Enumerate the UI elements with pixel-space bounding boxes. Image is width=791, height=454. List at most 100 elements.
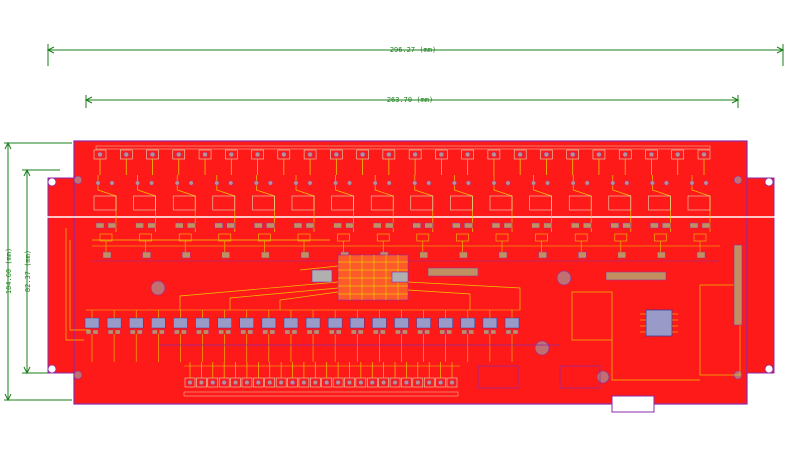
driver-chip	[416, 317, 431, 329]
smd-pad	[610, 222, 619, 229]
terminal-pad	[198, 380, 204, 386]
inner-width-dimension	[84, 95, 740, 108]
terminal-pad	[491, 151, 497, 158]
smd-pad	[385, 222, 394, 229]
smd-pad	[247, 329, 253, 335]
smd-pad	[503, 222, 513, 229]
via-pad	[689, 180, 695, 186]
relay-footprint	[252, 195, 275, 211]
smd-pad	[538, 251, 547, 259]
relay-footprint	[608, 195, 632, 211]
smd-pad	[92, 329, 99, 335]
driver-chip	[394, 317, 409, 329]
smd-pad	[490, 329, 497, 335]
smd-pad	[284, 329, 291, 335]
terminal-pad	[324, 380, 330, 386]
terminal-pad	[358, 380, 364, 386]
driver-chip	[239, 317, 254, 329]
smd-pad	[181, 251, 191, 259]
smd-pad	[107, 329, 114, 335]
relay-channel-array	[92, 175, 720, 262]
silkscreen-label-strip	[95, 145, 711, 150]
smd-pad	[622, 222, 631, 229]
via-pad	[174, 180, 180, 186]
terminal-pad	[570, 151, 576, 158]
terminal-pad	[543, 151, 550, 158]
terminal-pad	[333, 151, 339, 158]
smd-pad	[225, 329, 231, 335]
via-pad	[333, 180, 338, 186]
driver-chip	[217, 317, 232, 329]
silkscreen-label-strip	[183, 391, 459, 397]
terminal-pad	[176, 151, 182, 158]
smd-pad	[380, 329, 386, 335]
smd-pad	[107, 222, 117, 229]
via-pad	[505, 180, 511, 186]
relay-footprint	[489, 195, 513, 211]
via-pad	[109, 180, 115, 186]
smd-pad	[186, 222, 196, 229]
terminal-pad	[392, 380, 398, 386]
via-pad	[491, 180, 497, 186]
pcb-board	[46, 140, 788, 413]
via-pad	[293, 180, 299, 186]
terminal-pad	[267, 380, 273, 386]
overall-height-dimension	[4, 141, 72, 402]
terminal-pad	[438, 151, 444, 158]
driver-chip	[305, 317, 321, 329]
smd-pad	[135, 222, 144, 229]
via-pad	[214, 180, 220, 186]
smd-pad	[662, 222, 671, 229]
smd-pad	[266, 222, 275, 229]
terminal-pad	[301, 380, 307, 386]
via-pad	[545, 180, 550, 186]
bottom-terminal-connectors	[183, 362, 460, 397]
smd-pad	[291, 329, 298, 335]
smd-pad	[650, 222, 659, 229]
terminal-pad	[290, 380, 296, 386]
via-pad	[584, 180, 590, 186]
smd-pad	[424, 222, 433, 229]
relay-footprint	[133, 195, 156, 211]
lower-driver-array	[84, 309, 520, 362]
smd-pad	[196, 329, 202, 335]
smd-pad	[345, 222, 354, 229]
smd-pad	[395, 329, 401, 335]
driver-chip	[195, 317, 210, 329]
overall-height-label: 104.60 (mm)	[5, 248, 13, 294]
smd-pad	[505, 329, 512, 335]
via-pad	[703, 180, 709, 186]
terminal-pad	[415, 380, 421, 386]
terminal-pad	[438, 380, 444, 386]
driver-chip	[504, 317, 520, 329]
smd-pad	[203, 329, 209, 335]
terminal-pad	[596, 151, 602, 158]
smd-pad	[617, 251, 626, 259]
relay-footprint	[648, 195, 671, 211]
terminal-pad	[701, 151, 707, 158]
via-pad	[372, 180, 378, 186]
terminal-pad	[233, 380, 239, 386]
smd-pad	[333, 222, 342, 229]
via-pad	[412, 180, 418, 186]
smd-pad	[373, 329, 379, 335]
terminal-pad	[312, 380, 318, 386]
relay-footprint	[450, 195, 473, 211]
smd-pad	[701, 222, 711, 229]
terminal-pad	[123, 151, 129, 158]
smd-pad	[543, 222, 552, 229]
smd-pad	[424, 329, 430, 335]
terminal-pad	[412, 151, 418, 158]
smd-pad	[142, 251, 151, 259]
relay-footprint	[331, 195, 354, 211]
smd-pad	[218, 329, 224, 335]
via-pad	[531, 180, 536, 186]
terminal-pad	[381, 380, 387, 386]
smd-pad	[214, 222, 224, 229]
smd-pad	[498, 251, 508, 259]
smd-pad	[452, 222, 461, 229]
smd-pad	[531, 222, 540, 229]
smd-pad	[221, 251, 231, 259]
smd-pad	[417, 329, 423, 335]
via-pad	[135, 180, 141, 186]
